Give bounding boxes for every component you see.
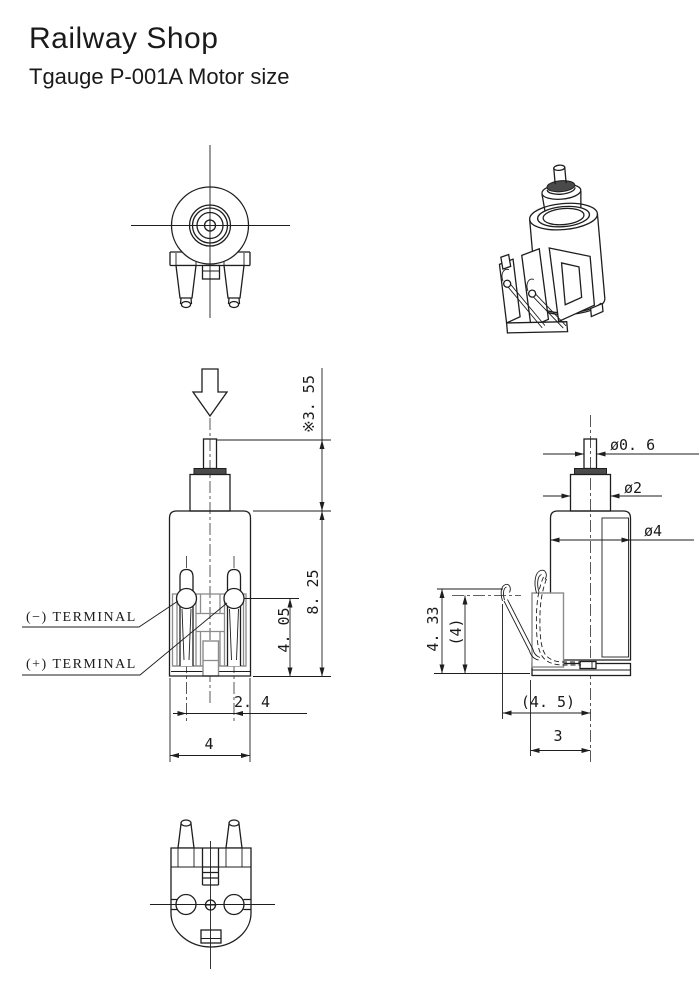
dim-terminal-pitch-label: 2. 4 [233, 693, 271, 711]
front-view [22, 368, 252, 723]
dim-overall-height-label: 8. 25 [304, 569, 322, 615]
dim-clip-height-label: 4. 33 [424, 606, 442, 652]
front-body [168, 510, 252, 677]
side-body [549, 510, 632, 661]
push-direction-arrow [191, 368, 229, 418]
terminal-hole-plus [223, 587, 245, 610]
side-view [452, 415, 632, 762]
bottom-body [170, 847, 252, 948]
dim-boss-diameter-label: ø2 [624, 479, 643, 497]
dim-shaft-protrusion-label: ※3. 55 [300, 375, 318, 433]
dim-clip-reach-ref-label: (4. 5) [520, 693, 576, 711]
dim-terminal-hole-height-label: 4. 05 [275, 607, 293, 653]
side-dimensions [434, 451, 699, 756]
iso-shaft-collar [546, 180, 576, 193]
bottom-view [150, 819, 275, 969]
dim-body-diameter-label: ø4 [644, 522, 663, 540]
terminal-hole-minus [175, 587, 198, 610]
dim-body-width-label: 4 [204, 735, 214, 753]
front-shaft-collar [193, 468, 227, 475]
dim-clip-height-ref-label: (4) [447, 618, 465, 646]
front-dimensions [169, 368, 331, 762]
isometric-view [498, 164, 606, 334]
side-label-panel [601, 517, 629, 658]
terminal-minus-label: (−) TERMINAL [26, 610, 137, 625]
page-title: Railway Shop [29, 22, 219, 55]
terminal-plus-label: (+) TERMINAL [26, 657, 137, 672]
page-subtitle: Tgauge P-001A Motor size [29, 64, 290, 89]
side-shaft-collar [574, 468, 607, 475]
dim-shaft-diameter-label: ø0. 6 [610, 436, 656, 454]
leader-terminal-minus [22, 600, 179, 628]
leader-terminal-plus [22, 602, 228, 676]
side-terminal-block [531, 592, 565, 668]
dim-block-depth-label: 3 [553, 727, 563, 745]
top-view [131, 145, 290, 318]
